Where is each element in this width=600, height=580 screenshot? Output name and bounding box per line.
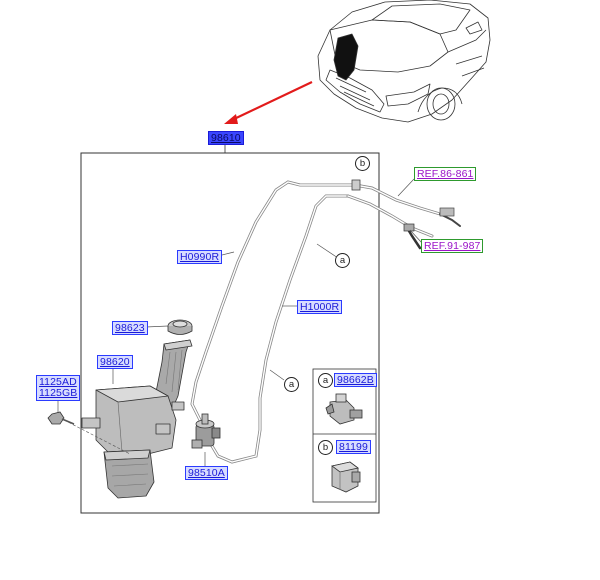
detail-b-clip	[331, 461, 361, 493]
detail-a-connector	[325, 393, 363, 425]
detail-box	[312, 368, 377, 503]
washer-hoses	[190, 179, 461, 464]
ref-leaders	[397, 178, 423, 244]
callout-b-detail: b	[318, 440, 333, 455]
bolt-1125ad-text: 1125AD	[39, 376, 77, 388]
bolt-label[interactable]: 1125AD 1125GB	[36, 375, 81, 401]
mounting-bolt	[47, 411, 75, 425]
washer-reservoir	[81, 339, 193, 499]
callout-a-lower: a	[284, 377, 299, 392]
ref-top-label[interactable]: REF.86-861	[414, 167, 477, 181]
callout-a-detail: a	[318, 373, 333, 388]
vehicle-thumbnail	[317, 0, 491, 123]
detail-b-part-label[interactable]: 81199	[336, 440, 371, 454]
reservoir-98620-label[interactable]: 98620	[97, 355, 133, 369]
filler-cap	[167, 319, 193, 335]
location-arrow	[224, 81, 313, 124]
main-assembly-label[interactable]: 98610	[208, 131, 244, 145]
hose-h1000r-label[interactable]: H1000R	[297, 300, 343, 314]
ref-bottom-label[interactable]: REF.91-987	[421, 239, 484, 253]
callout-b-frame: b	[355, 156, 370, 171]
cap-98623-label[interactable]: 98623	[112, 321, 148, 335]
pump-98510a-label[interactable]: 98510A	[185, 466, 228, 480]
bolt-1125gb-text: 1125GB	[39, 387, 78, 399]
assembly-frame	[80, 152, 380, 514]
callout-a-upper: a	[335, 253, 350, 268]
washer-pump	[191, 413, 221, 449]
hose-h0990r-label[interactable]: H0990R	[177, 250, 223, 264]
detail-a-part-label[interactable]: 98662B	[334, 373, 377, 387]
